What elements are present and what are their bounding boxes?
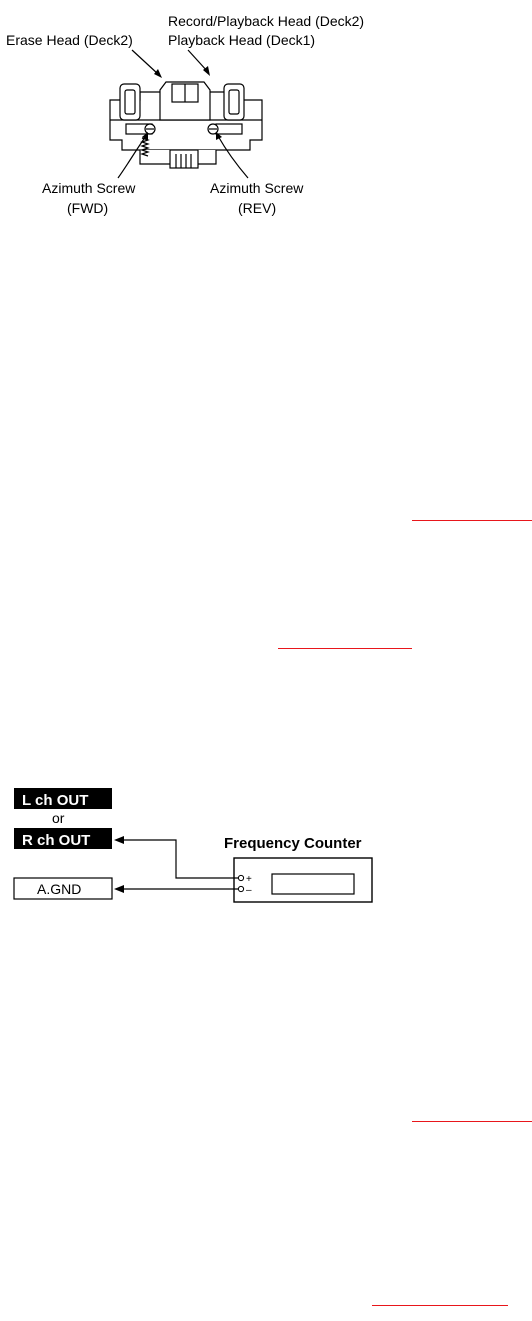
or-label: or [52, 810, 65, 826]
azimuth-rev-label-line2: (REV) [238, 200, 276, 216]
a-gnd-label: A.GND [37, 881, 81, 897]
r-ch-out-label: R ch OUT [22, 832, 90, 849]
azimuth-fwd-label-line1: Azimuth Screw [42, 180, 136, 196]
head-leader-lines [131, 49, 210, 78]
frequency-counter-label: Frequency Counter [224, 835, 362, 852]
red-rule-4 [372, 1305, 508, 1306]
rec-play-head-label: Record/Playback Head (Deck2) [168, 13, 364, 29]
frequency-counter-connection-diagram: L ch OUT or R ch OUT A.GND Frequency Cou… [13, 788, 373, 903]
r-ch-out-box [14, 828, 112, 849]
ground-wire-arrowhead [114, 885, 124, 893]
azimuth-rev-label-line1: Azimuth Screw [210, 180, 304, 196]
erase-head-label: Erase Head (Deck2) [6, 32, 133, 48]
plus-terminal-label: + [246, 874, 252, 885]
a-gnd-box [13, 877, 113, 900]
signal-wire-arrowhead [114, 836, 124, 844]
azimuth-leader-lines [117, 132, 249, 179]
l-ch-out-label: L ch OUT [22, 792, 88, 809]
minus-terminal [237, 885, 245, 893]
signal-wire [120, 839, 238, 879]
frequency-counter-display [271, 873, 355, 895]
red-rule-2 [278, 648, 412, 649]
red-rule-3 [412, 1121, 532, 1122]
minus-terminal-label: – [246, 885, 252, 896]
play-head-label: Playback Head (Deck1) [168, 32, 315, 48]
l-ch-out-box [14, 788, 112, 809]
head-assembly-diagram: Record/Playback Head (Deck2) Playback He… [6, 13, 364, 216]
plus-terminal [237, 874, 245, 882]
azimuth-fwd-label-line2: (FWD) [67, 200, 108, 216]
red-rule-1 [412, 520, 532, 521]
